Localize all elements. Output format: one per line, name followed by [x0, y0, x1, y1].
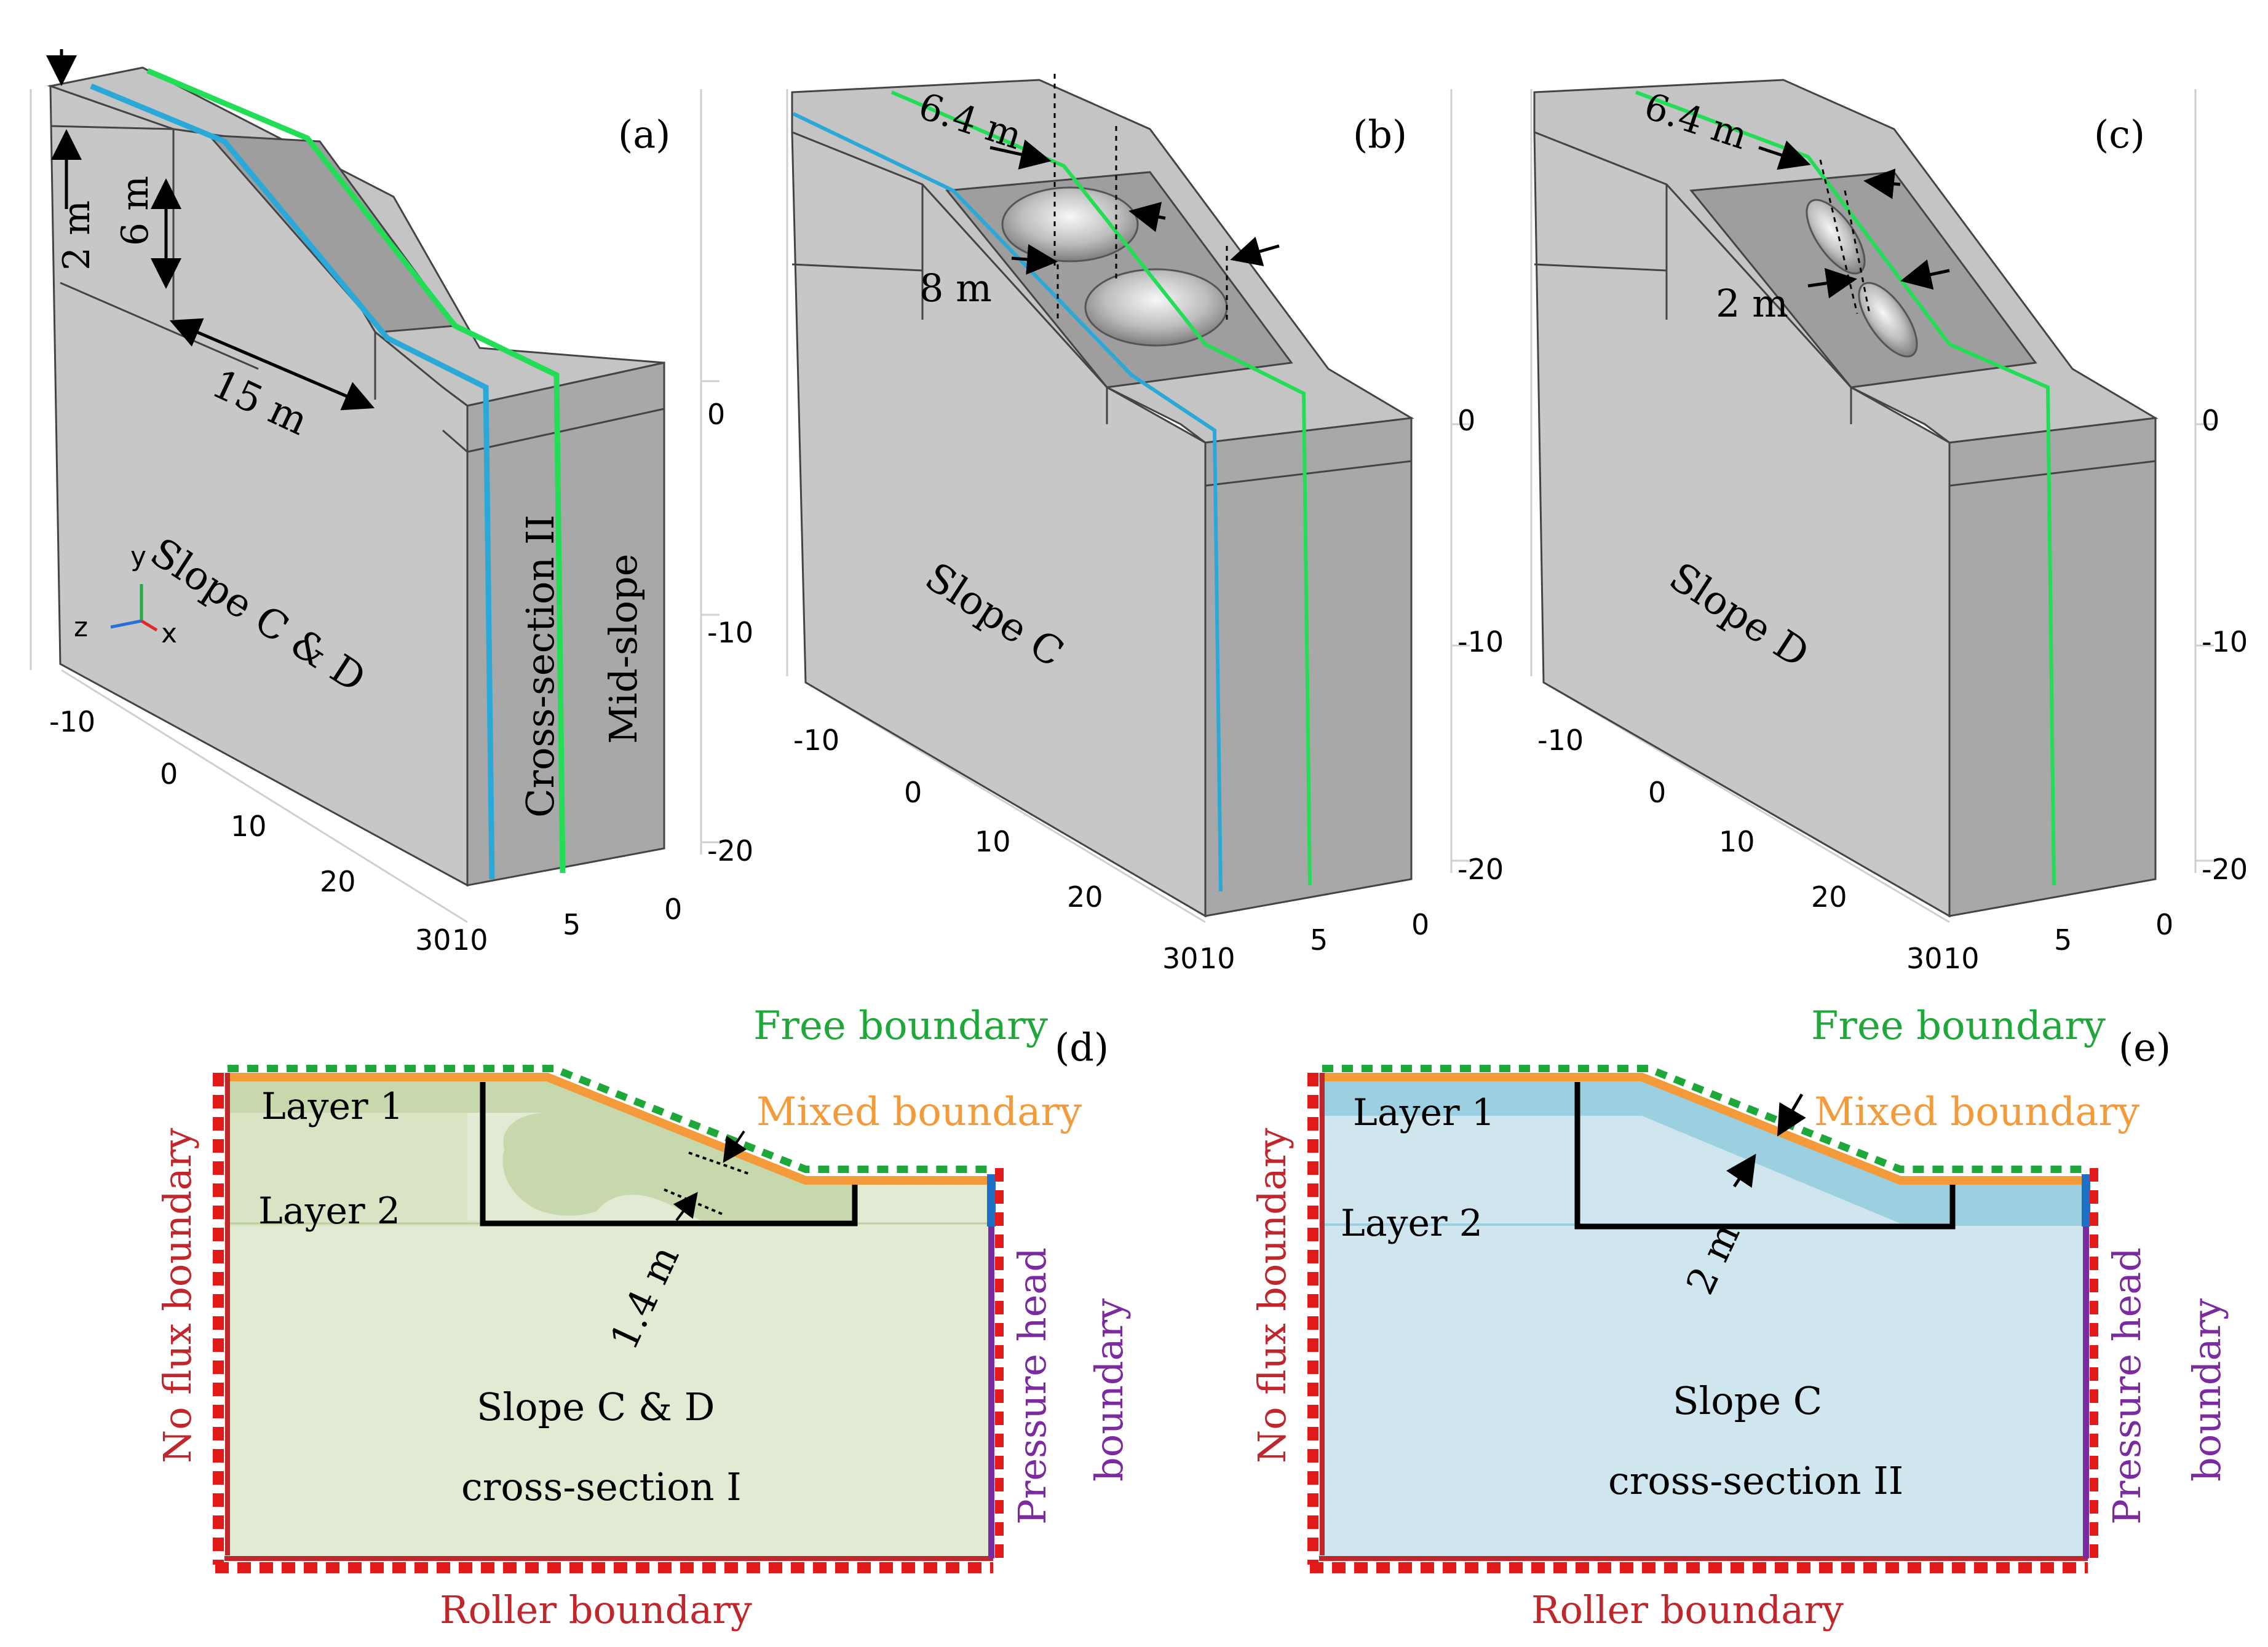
panel-e-roller-label: Roller boundary: [1531, 1587, 1844, 1632]
panel-e-layer2-label: Layer 2: [1341, 1202, 1483, 1245]
panel-d-free-boundary: [228, 1065, 987, 1173]
panel-d-mixed-boundary: [224, 1073, 990, 1185]
panel-d-layer2-label: Layer 2: [258, 1190, 400, 1233]
panel-d-pressure-head-label-2: boundary: [1087, 1298, 1132, 1482]
panel-e-free-boundary: [1322, 1065, 2082, 1173]
panel-a-height-dim: 6 m: [114, 176, 157, 246]
svg-text:20: 20: [1067, 880, 1103, 914]
svg-text:10: 10: [1943, 942, 1980, 975]
svg-text:-20: -20: [1457, 853, 1504, 886]
svg-text:10: 10: [452, 923, 488, 957]
panel-b: (b) 6.4 m 8 m Slope C -10 0 10 20 30 10 …: [786, 74, 1504, 975]
panel-b-width-dim: 8 m: [919, 266, 992, 310]
panel-a-ticks: -10 0 10 20 30 10 5 0 0 -10 -20: [49, 398, 753, 957]
panel-e-pressure-head-label: Pressure head: [2104, 1247, 2149, 1525]
svg-text:-10: -10: [49, 705, 95, 738]
svg-text:10: 10: [231, 810, 267, 843]
panel-b-void-upper: [1001, 186, 1139, 263]
svg-text:-20: -20: [707, 834, 753, 867]
panel-a-cross-section-II: [146, 68, 566, 874]
panel-d-no-flux-label: No flux boundary: [155, 1128, 200, 1463]
panel-d-cross-section-outline: [480, 1082, 858, 1226]
panel-a: (a) 2 m 6 m 15 m Slope C & D Cross-secti…: [30, 49, 753, 957]
svg-text:10: 10: [975, 825, 1011, 858]
svg-text:10: 10: [1199, 942, 1235, 975]
svg-text:10: 10: [1719, 825, 1755, 858]
panel-e: (e) Free boundary Mixed boundary Layer 1…: [1250, 1003, 2229, 1632]
svg-text:y: y: [130, 541, 146, 572]
panel-e-title-1: Slope C: [1673, 1378, 1822, 1423]
svg-text:30: 30: [1162, 942, 1199, 975]
svg-text:x: x: [161, 618, 177, 649]
panel-e-mixed-boundary: [1319, 1073, 2085, 1185]
panel-a-label: (a): [618, 112, 670, 157]
panel-e-layer1-label: Layer 1: [1353, 1091, 1495, 1134]
svg-text:-10: -10: [707, 616, 753, 649]
svg-text:0: 0: [904, 776, 922, 809]
svg-text:0: 0: [664, 893, 682, 926]
panel-e-label: (e): [2119, 1025, 2171, 1070]
svg-text:0: 0: [1457, 404, 1475, 437]
panel-e-cross-section-outline: [1574, 1082, 1956, 1230]
svg-text:-10: -10: [793, 724, 839, 757]
panel-d-label: (d): [1055, 1025, 1109, 1070]
svg-text:-10: -10: [1537, 724, 1584, 757]
panel-e-layer1: [1319, 1077, 2085, 1223]
panel-a-grid: [30, 89, 720, 923]
svg-text:30: 30: [415, 923, 451, 957]
panel-b-cross-section-II: [890, 90, 1312, 886]
panel-e-mixed-boundary-label: Mixed boundary: [1814, 1089, 2139, 1135]
panel-b-label: (b): [1353, 112, 1407, 157]
panel-a-top-layer-dim: 2 m: [55, 200, 98, 271]
svg-text:0: 0: [160, 757, 178, 791]
svg-text:20: 20: [320, 865, 356, 898]
panel-d-mixed-boundary-label: Mixed boundary: [756, 1089, 1082, 1135]
panel-a-cross-section-label: Cross-section II: [518, 515, 563, 818]
panel-c: (c) 6.4 m 2 m Slope D -10 0 10 20 30 10 …: [1530, 79, 2248, 975]
panel-e-no-flux-label: No flux boundary: [1250, 1128, 1295, 1463]
panel-c-void-lower: [1858, 282, 1918, 358]
svg-text:-20: -20: [2202, 853, 2248, 886]
panel-c-width-dim: 2 m: [1716, 281, 1788, 326]
panel-a-front-face: [49, 84, 469, 887]
svg-text:0: 0: [2155, 908, 2173, 941]
panel-d-title-1: Slope C & D: [477, 1384, 715, 1429]
axis-triad: y z x: [74, 541, 177, 649]
panel-c-ticks: -10 0 10 20 30 10 5 0 0 -10 -20: [1537, 404, 2248, 975]
svg-text:5: 5: [563, 908, 581, 941]
svg-text:20: 20: [1811, 880, 1847, 914]
panel-c-cross-section-II: [1635, 90, 2056, 886]
panel-d: (d) Free boundary Mixed boundary Layer 1…: [155, 1003, 1132, 1632]
panel-d-layer1: [224, 1076, 855, 1220]
panel-d-layer2-band: [224, 1113, 855, 1226]
panel-d-pressure-head-label: Pressure head: [1010, 1247, 1055, 1525]
svg-text:0: 0: [1648, 776, 1666, 809]
panel-e-pressure-head-label-2: boundary: [2184, 1298, 2229, 1482]
panel-e-title-2: cross-section II: [1608, 1458, 1903, 1503]
panel-a-mid-slope-label: Mid-slope: [601, 554, 646, 744]
panel-c-label: (c): [2094, 112, 2145, 157]
svg-text:5: 5: [2054, 923, 2072, 957]
svg-text:z: z: [74, 612, 88, 643]
panel-d-roller-label: Roller boundary: [440, 1587, 752, 1632]
svg-text:5: 5: [1310, 923, 1328, 957]
panel-a-right-face: [466, 361, 665, 887]
panel-b-ticks: -10 0 10 20 30 10 5 0 0 -10 -20: [793, 404, 1504, 975]
panel-e-free-boundary-label: Free boundary: [1811, 1003, 2106, 1049]
panel-b-cross-section-I: [792, 112, 1223, 892]
svg-text:-10: -10: [2202, 625, 2248, 658]
svg-text:30: 30: [1906, 942, 1943, 975]
panel-d-layer1-label: Layer 1: [261, 1085, 403, 1128]
svg-text:0: 0: [1411, 908, 1429, 941]
panel-a-cross-section-I: [90, 83, 495, 880]
svg-text:0: 0: [2202, 404, 2219, 437]
panel-d-title-2: cross-section I: [461, 1464, 742, 1509]
svg-text:-10: -10: [1457, 625, 1504, 658]
svg-text:0: 0: [707, 398, 725, 431]
panel-d-free-boundary-label: Free boundary: [753, 1003, 1048, 1049]
